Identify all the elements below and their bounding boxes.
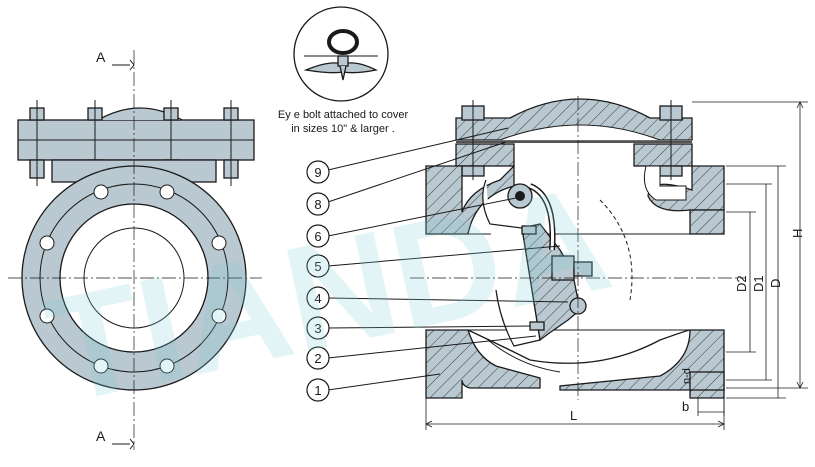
callout-8: 8 <box>314 197 321 212</box>
callout-6: 6 <box>314 229 321 244</box>
dim-b: b <box>682 399 689 414</box>
eye-bolt-detail: Ey e bolt attached to cover in sizes 10"… <box>278 6 409 135</box>
eye-bolt-note-line2: in sizes 10" & larger . <box>291 123 395 135</box>
callout-4: 4 <box>314 291 321 306</box>
front-view: A A <box>8 49 262 450</box>
callouts: 9 8 6 5 4 3 2 1 <box>306 127 569 402</box>
eye-bolt-note-line1: Ey e bolt attached to cover <box>278 109 409 121</box>
dim-L: L <box>570 408 577 423</box>
callout-3: 3 <box>314 321 321 336</box>
left-flange-top <box>425 164 515 235</box>
dim-D1: D1 <box>751 275 766 292</box>
dim-nd: n-d <box>681 368 693 384</box>
right-flange-bottom <box>559 329 725 399</box>
dim-H: H <box>790 229 805 238</box>
flange-bolt-holes <box>39 184 227 374</box>
left-flange-bottom <box>425 329 541 399</box>
section-mark-bottom: A <box>96 428 135 450</box>
dimension-lines: H D D1 D2 n-d b <box>425 101 808 430</box>
section-label-bottom: A <box>96 428 106 444</box>
callout-9: 9 <box>314 165 321 180</box>
section-view: H D D1 D2 n-d b <box>306 96 808 430</box>
section-mark-top: A <box>96 49 135 71</box>
dim-D2: D2 <box>734 275 749 292</box>
dim-D: D <box>768 279 783 288</box>
section-label-top: A <box>96 49 106 65</box>
callout-1: 1 <box>314 383 321 398</box>
callout-5: 5 <box>314 259 321 274</box>
callout-2: 2 <box>314 351 321 366</box>
